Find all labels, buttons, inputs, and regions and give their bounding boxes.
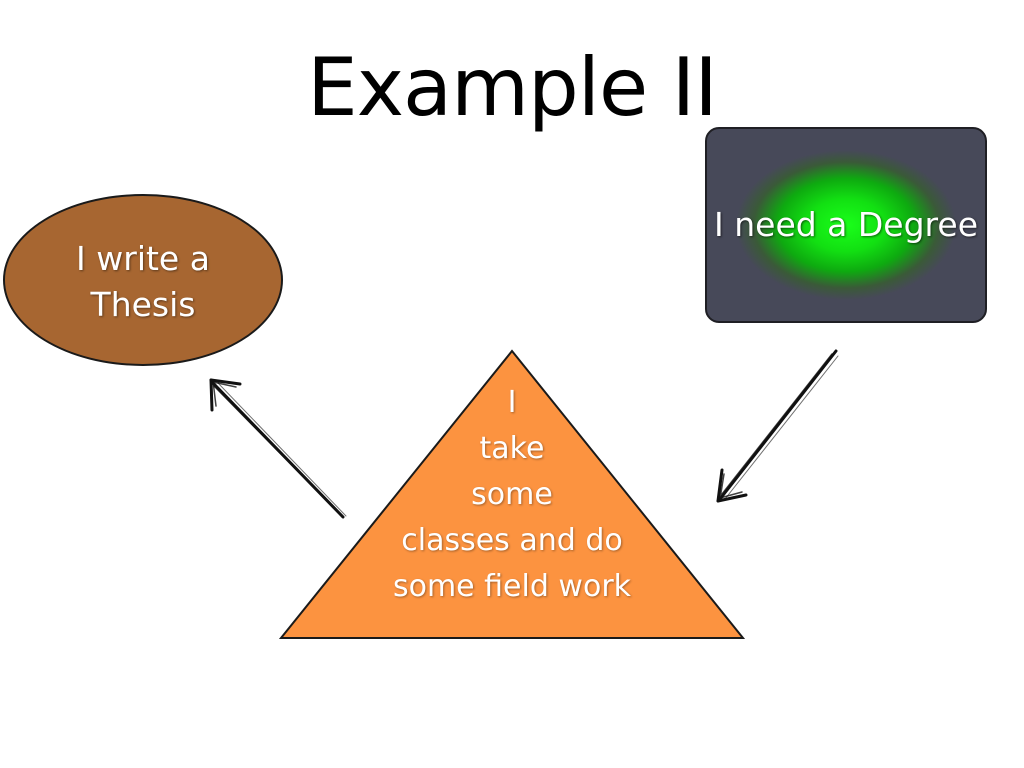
- thesis-label-line-2: Thesis: [90, 285, 196, 324]
- degree-node: [705, 127, 987, 323]
- thesis-label-line-1: I write a: [76, 239, 210, 278]
- classes-label-line-2: take: [479, 431, 545, 466]
- classes-label-line-5: some field work: [392, 569, 632, 604]
- slide-title: Example II: [307, 41, 718, 134]
- arrow-to-classes: [716, 349, 839, 503]
- classes-label-line-1: I: [507, 385, 517, 420]
- classes-triangle: [278, 349, 746, 639]
- thesis-node-label: I write a Thesis: [3, 236, 283, 328]
- classes-label-line-3: some: [471, 477, 553, 512]
- classes-node-label: I take some classes and do some field wo…: [352, 380, 672, 610]
- degree-node-label: I need a Degree: [714, 205, 978, 244]
- thesis-node: [3, 194, 283, 366]
- arrow-to-thesis: [209, 378, 347, 519]
- classes-label-line-4: classes and do: [401, 523, 623, 558]
